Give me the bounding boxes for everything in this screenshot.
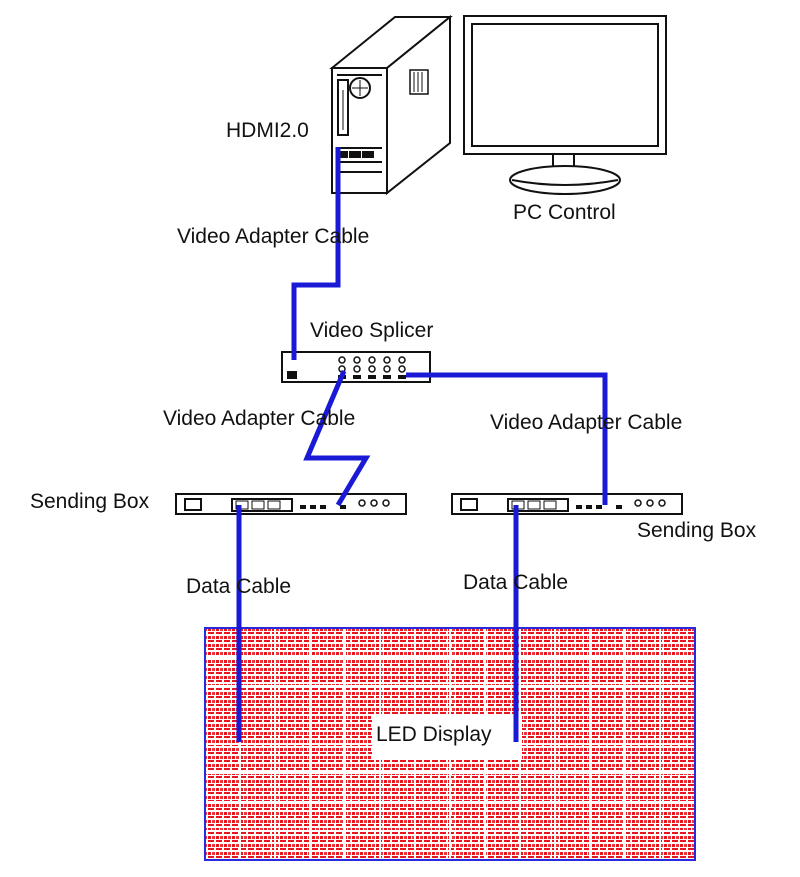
pc-tower-icon [329,14,453,196]
sending-box-icon [175,493,407,515]
led-grid [205,628,695,860]
sending-box-label-right: Sending Box [637,519,757,542]
sending-box-icon [451,493,683,515]
video-adapter-cable-label-3: Video Adapter Cable [490,411,683,434]
video-adapter-cable-3 [406,372,608,505]
sending-box-label-left: Sending Box [30,490,150,513]
video-adapter-cable-2 [303,370,371,507]
video-splicer-icon [281,351,431,383]
led-display-icon [204,627,696,861]
led-label-background [372,716,522,760]
video-adapter-cable-label-1: Video Adapter Cable [177,225,370,248]
led-display-label: LED Display [376,723,492,746]
pc-control-label: PC Control [513,201,616,224]
monitor-icon [463,15,667,195]
data-cable-label-right: Data Cable [463,571,569,594]
video-adapter-cable-1 [291,147,341,360]
data-cable-label-left: Data Cable [186,575,292,598]
hdmi-label: HDMI2.0 [226,119,309,142]
video-adapter-cable-label-2: Video Adapter Cable [163,407,356,430]
video-splicer-label: Video Splicer [310,319,434,342]
